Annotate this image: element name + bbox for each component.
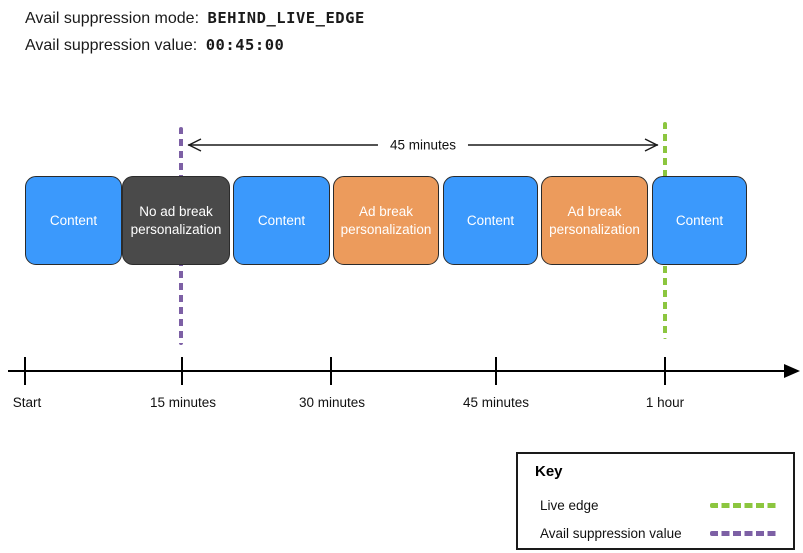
content-block: Content	[652, 176, 747, 265]
ad-break-personalization-block: Ad break personalization	[541, 176, 648, 265]
avail-suppression-swatch-icon	[710, 531, 778, 536]
block-label: Content	[675, 212, 724, 228]
axis-tick-1hour	[664, 357, 666, 385]
axis-tick-45min	[495, 357, 497, 385]
key-title: Key	[535, 463, 563, 480]
axis-tick-30min	[330, 357, 332, 385]
block-label: No ad break personalization	[130, 203, 222, 237]
axis-label-30min: 30 minutes	[298, 395, 366, 410]
avail-suppression-value-line: Avail suppression value: 00:45:00	[25, 36, 284, 55]
duration-arrow: 45 minutes	[185, 136, 661, 154]
axis-tick-15min	[181, 357, 183, 385]
block-label: Ad break personalization	[340, 203, 432, 237]
no-ad-break-personalization-block: No ad break personalization	[122, 176, 230, 265]
axis-label-start: Start	[12, 395, 42, 410]
key-label-avail-suppression-value: Avail suppression value	[540, 526, 682, 541]
avail-suppression-mode-line: Avail suppression mode: BEHIND_LIVE_EDGE	[25, 9, 365, 28]
block-label: Ad break personalization	[549, 203, 640, 237]
value-value: 00:45:00	[205, 36, 285, 54]
axis-tick-start	[24, 357, 26, 385]
key-box: Key Live edge Avail suppression value	[516, 452, 795, 550]
axis-label-15min: 15 minutes	[149, 395, 217, 410]
key-label-live-edge: Live edge	[540, 498, 599, 513]
block-label: Content	[466, 212, 515, 228]
value-label: Avail suppression value:	[25, 37, 198, 54]
block-label: Content	[257, 212, 306, 228]
mode-label: Avail suppression mode:	[25, 10, 200, 27]
block-label: Content	[49, 212, 98, 228]
live-edge-swatch-icon	[710, 503, 778, 508]
content-block: Content	[25, 176, 122, 265]
time-axis-line	[8, 370, 786, 372]
ad-break-personalization-block: Ad break personalization	[333, 176, 439, 265]
mode-value: BEHIND_LIVE_EDGE	[207, 9, 365, 27]
content-block: Content	[443, 176, 538, 265]
time-axis-arrowhead-icon	[784, 364, 800, 378]
axis-label-1hour: 1 hour	[645, 395, 685, 410]
content-block: Content	[233, 176, 330, 265]
duration-label: 45 minutes	[377, 137, 469, 153]
axis-label-45min: 45 minutes	[462, 395, 530, 410]
